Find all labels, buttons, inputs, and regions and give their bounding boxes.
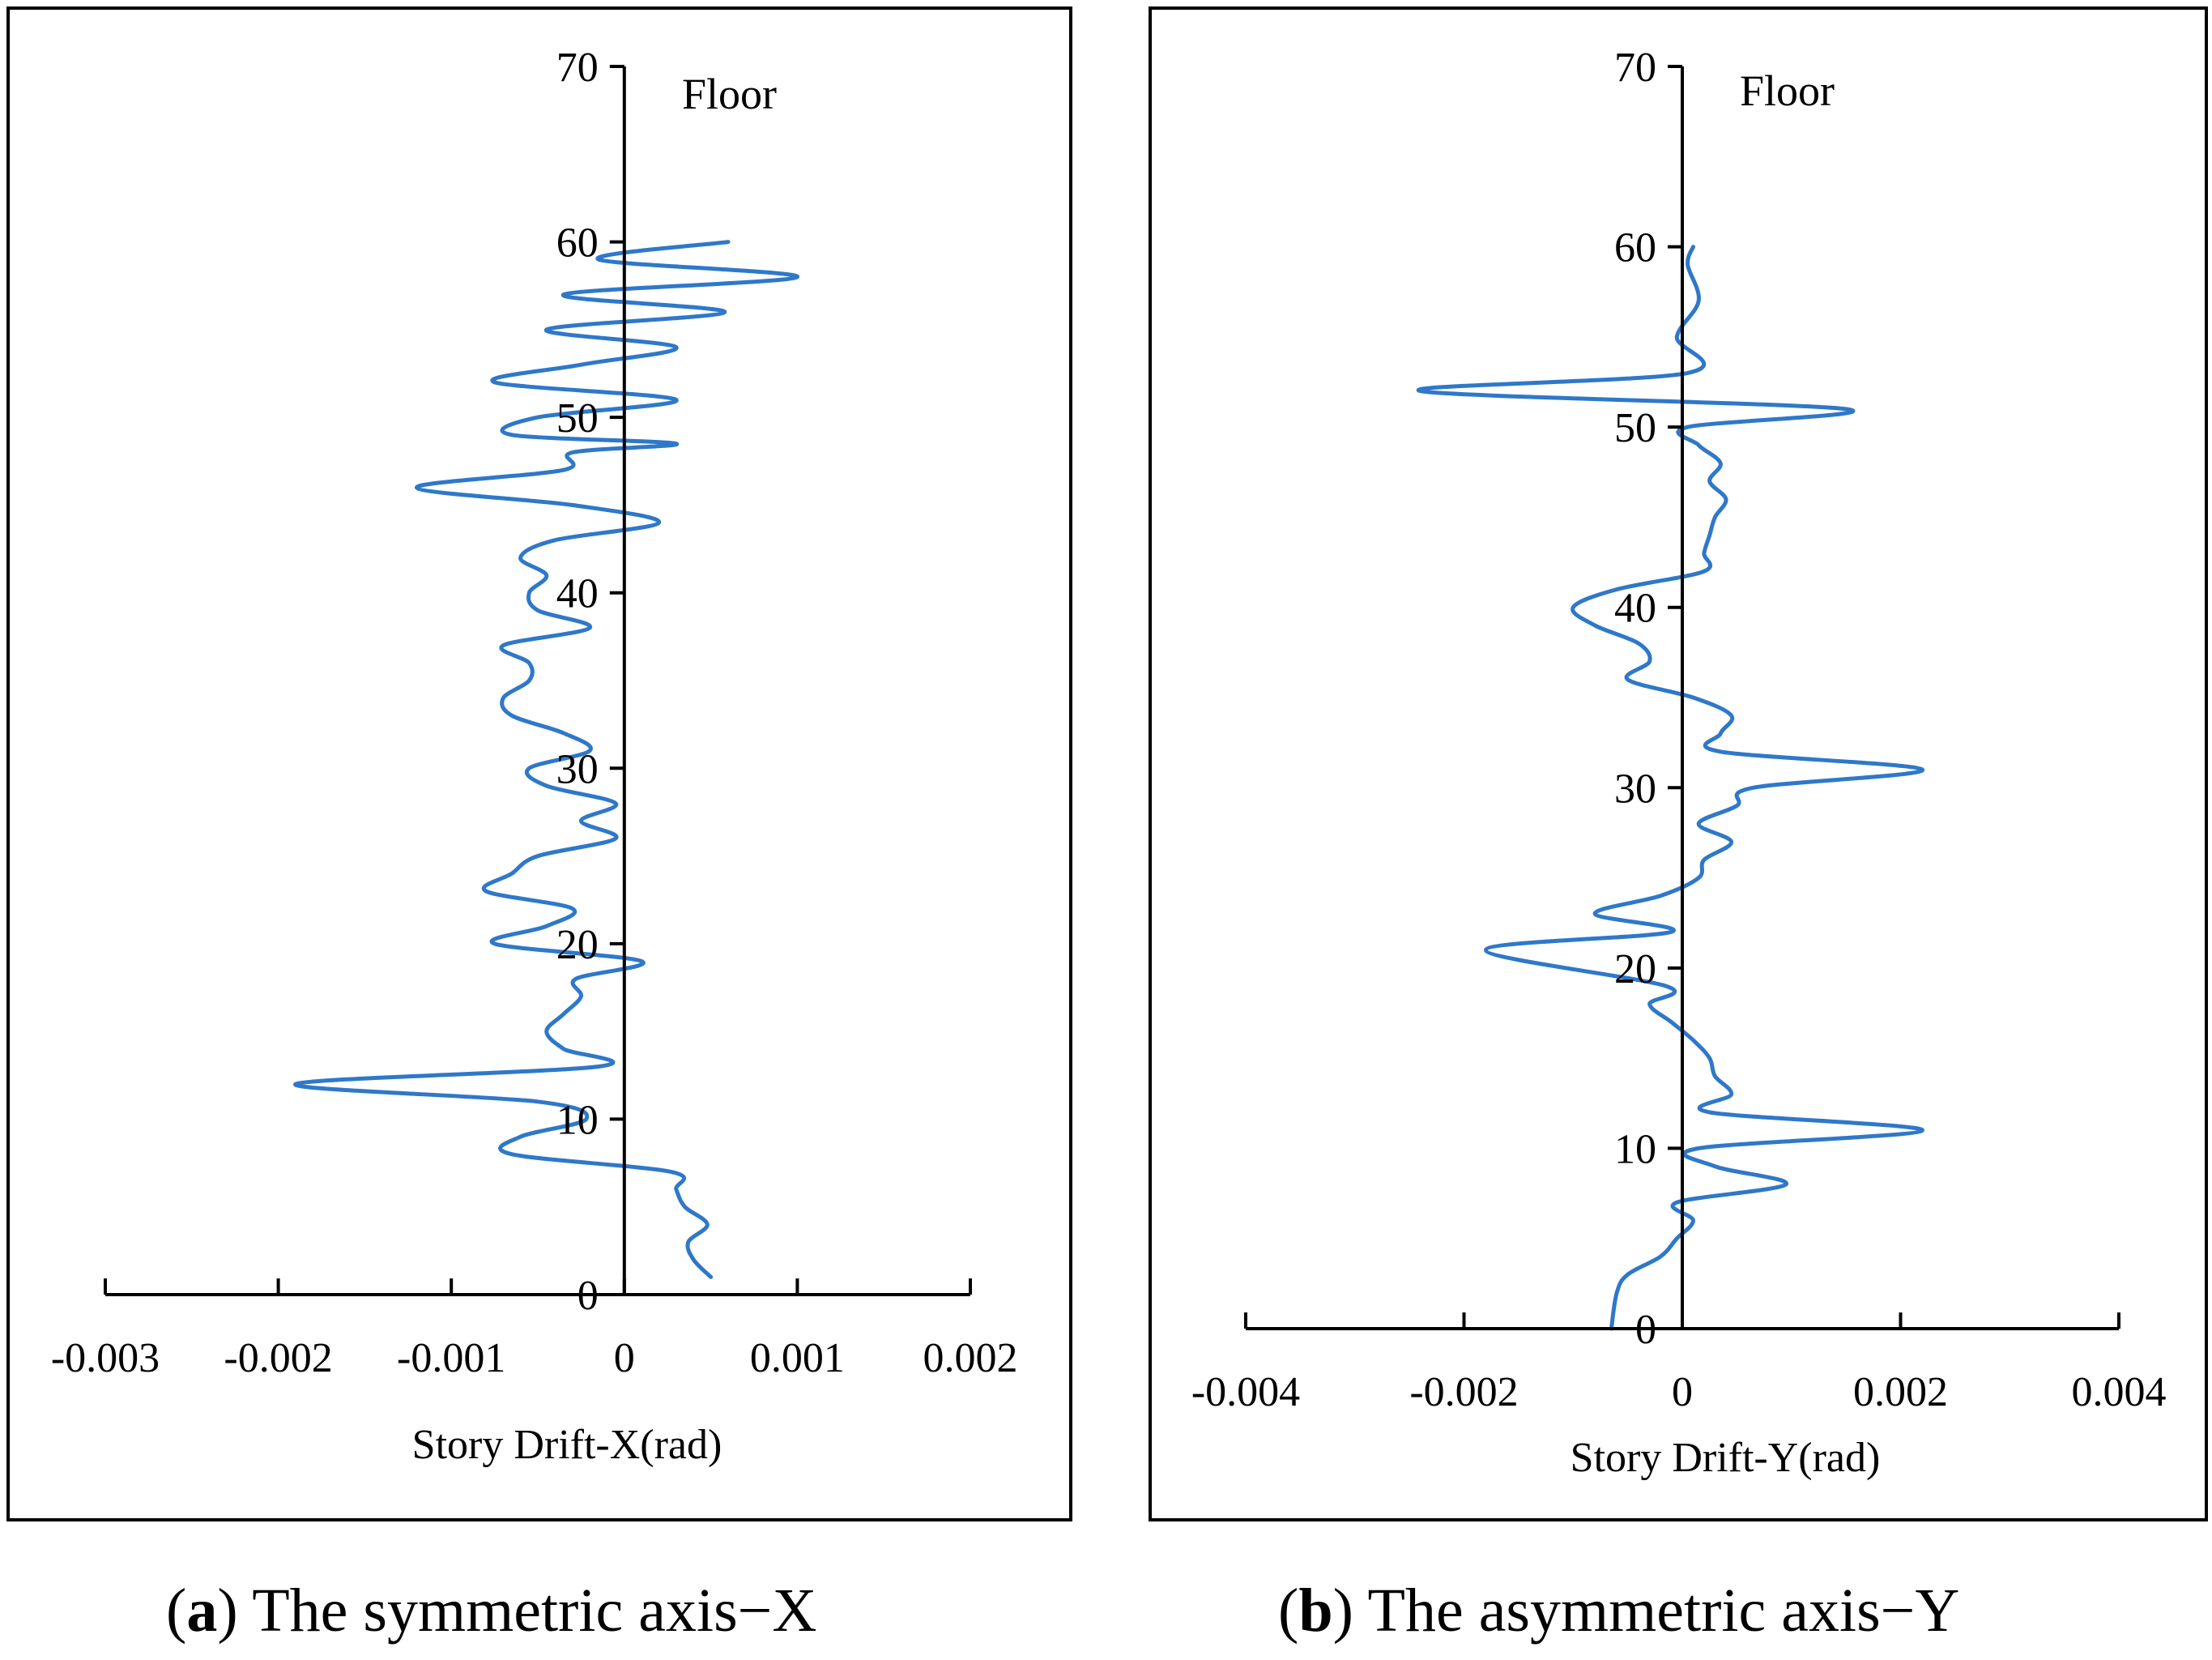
y-tick-label: 0 [1635, 1307, 1656, 1353]
panel-a-x-axis-title: Story Drift-X(rad) [412, 1422, 722, 1468]
panel-a-floor-label: Floor [682, 70, 777, 118]
y-tick-label: 50 [556, 395, 599, 442]
y-tick-label: 50 [1614, 405, 1656, 451]
y-tick-label: 60 [556, 220, 599, 267]
panel-a-y-ticks: 0 10 20 30 40 50 60 70 [556, 45, 624, 1319]
caption-b-text: The asymmetric axis−Y [1367, 1577, 1960, 1645]
panel-b-floor-label: Floor [1740, 66, 1835, 115]
panel-a-drift-line [293, 240, 799, 1279]
x-tick-label: 0 [614, 1335, 635, 1381]
y-tick-label: 60 [1614, 225, 1656, 271]
y-tick-label: 30 [1614, 766, 1656, 812]
y-tick-label: 10 [1614, 1126, 1656, 1172]
x-tick-label: 0.002 [1853, 1369, 1948, 1415]
caption-b-letter: b [1298, 1577, 1333, 1645]
panel-a-chart: -0.003 -0.002 -0.001 0 0.001 0.002 0 10 20 30 40 5… [6, 6, 1072, 1521]
y-tick-label: 20 [1614, 946, 1656, 992]
panel-b-drift-line [1416, 245, 1924, 1331]
x-tick-label: -0.002 [224, 1335, 332, 1381]
panel-a-x-ticks: -0.003 -0.002 -0.001 0 0.001 0.002 [51, 1278, 1018, 1381]
x-tick-label: 0.002 [923, 1335, 1018, 1381]
caption-b: (b) The asymmetric axis−Y [1278, 1577, 1960, 1645]
y-tick-label: 20 [556, 922, 599, 968]
x-tick-label: -0.003 [51, 1335, 160, 1381]
x-tick-label: 0 [1672, 1369, 1693, 1415]
caption-a-letter: a [186, 1577, 218, 1645]
y-tick-label: 0 [578, 1273, 599, 1319]
x-tick-label: 0.004 [2072, 1369, 2167, 1415]
y-tick-label: 30 [556, 746, 599, 792]
panel-b-frame [1149, 6, 2208, 1521]
y-tick-label: 70 [556, 45, 599, 91]
panel-b-y-ticks: 0 10 20 30 40 50 60 70 [1614, 45, 1682, 1353]
y-tick-label: 40 [1614, 586, 1656, 632]
y-tick-label: 40 [556, 571, 599, 617]
y-tick-label: 10 [556, 1097, 599, 1143]
y-tick-label: 70 [1614, 45, 1656, 91]
caption-a-text: The symmetric axis−X [252, 1577, 817, 1645]
panel-a-frame [6, 6, 1072, 1521]
panel-b-x-ticks: -0.004 -0.002 0 0.002 0.004 [1191, 1312, 2167, 1415]
x-tick-label: -0.001 [397, 1335, 505, 1381]
x-tick-label: -0.004 [1191, 1369, 1300, 1415]
caption-a: (a) The symmetric axis−X [166, 1577, 817, 1645]
x-tick-label: 0.001 [750, 1335, 845, 1381]
x-tick-label: -0.002 [1409, 1369, 1518, 1415]
panel-b-x-axis-title: Story Drift-Y(rad) [1571, 1435, 1881, 1481]
